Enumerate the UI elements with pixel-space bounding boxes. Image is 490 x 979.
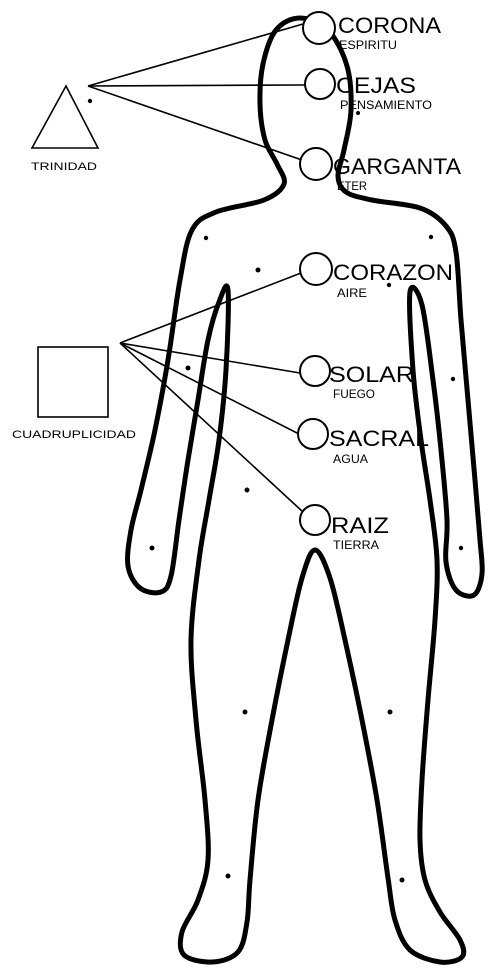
chakra-circle (298, 419, 328, 449)
body-dot (243, 710, 248, 715)
connector-line-cejas (88, 85, 305, 86)
quadruplicity-group: CUADRUPLICIDAD (12, 273, 303, 512)
trinity-group: TRINIDAD (31, 24, 305, 173)
chakra-element: ETER (337, 179, 367, 193)
body-dot (451, 377, 455, 381)
chakra-element: AIRE (337, 286, 367, 300)
chakra-element: TIERRA (333, 538, 379, 552)
chakra-corona: CORONA ESPIRITU (303, 12, 441, 52)
chakra-element: PENSAMIENTO (340, 98, 432, 112)
body-dot (88, 99, 92, 103)
body-dot (459, 546, 463, 550)
body-dot (256, 268, 261, 273)
chakra-element: FUEGO (333, 387, 375, 401)
chakra-circle (300, 253, 332, 285)
chakra-name: RAIZ (331, 513, 389, 538)
chakra-cejas: CEJAS PENSAMIENTO (305, 69, 432, 112)
chakra-name: CEJAS (336, 73, 416, 98)
chakra-name: CORAZON (333, 260, 453, 285)
chakra-circle (300, 356, 330, 386)
chakra-corazon: CORAZON AIRE (300, 253, 453, 300)
chakra-name: CORONA (338, 13, 441, 38)
chakra-raiz: RAIZ TIERRA (300, 505, 389, 552)
trinity-label: TRINIDAD (31, 161, 97, 173)
chakra-sacral: SACRAL AGUA (298, 419, 429, 466)
body-dot (429, 235, 433, 239)
trinity-triangle (32, 86, 98, 148)
body-dot (226, 874, 231, 879)
body-points (88, 99, 463, 883)
chakra-name: GARGANTA (333, 154, 461, 179)
body-dot (245, 488, 250, 493)
chakra-solar: SOLAR FUEGO (300, 356, 414, 401)
chakra-name: SOLAR (329, 362, 414, 387)
chakra-circle (300, 505, 330, 535)
chakra-element: AGUA (333, 452, 368, 466)
body-dot (150, 546, 155, 551)
quadruplicity-label: CUADRUPLICIDAD (12, 429, 136, 441)
chakra-circle (300, 148, 332, 180)
chakra-circle (303, 12, 335, 44)
body-dot (388, 710, 393, 715)
chakra-element: ESPIRITU (339, 38, 397, 52)
body-dot (400, 878, 405, 883)
connector-line-sacral (120, 343, 299, 434)
chakra-name: SACRAL (329, 426, 429, 451)
body-dot (204, 236, 208, 240)
connector-line-garganta (88, 86, 302, 160)
chakra-garganta: GARGANTA ETER (300, 148, 461, 193)
connector-line-corona (88, 24, 303, 86)
body-dot (186, 366, 191, 371)
quadruplicity-square (38, 347, 108, 417)
chakra-circle (305, 69, 335, 99)
